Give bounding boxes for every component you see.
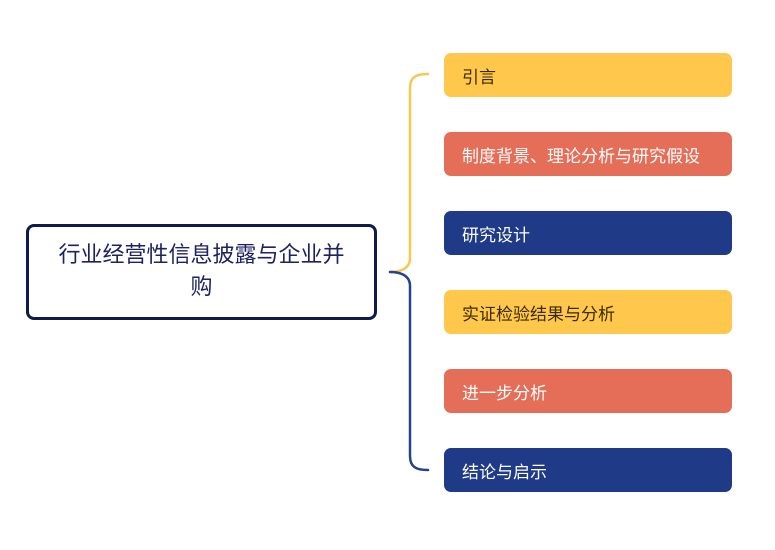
child-node-introduction[interactable]: 引言	[444, 53, 732, 97]
lower-bracket-connector	[388, 270, 430, 472]
child-node-conclusion[interactable]: 结论与启示	[444, 448, 732, 492]
child-node-background-theory-hypothesis[interactable]: 制度背景、理论分析与研究假设	[444, 132, 732, 176]
child-node-label: 研究设计	[462, 225, 530, 246]
child-node-label: 引言	[462, 67, 496, 88]
child-node-label: 结论与启示	[462, 462, 547, 483]
child-node-label: 进一步分析	[462, 383, 547, 404]
child-node-further-analysis[interactable]: 进一步分析	[444, 369, 732, 413]
child-node-research-design[interactable]: 研究设计	[444, 211, 732, 255]
upper-bracket-connector	[388, 72, 430, 274]
root-topic-label: 行业经营性信息披露与企业并购	[58, 243, 345, 300]
child-node-label: 实证检验结果与分析	[462, 304, 615, 325]
child-node-empirical-results[interactable]: 实证检验结果与分析	[444, 290, 732, 334]
root-topic: 行业经营性信息披露与企业并购	[26, 224, 377, 320]
child-node-label: 制度背景、理论分析与研究假设	[462, 146, 700, 167]
